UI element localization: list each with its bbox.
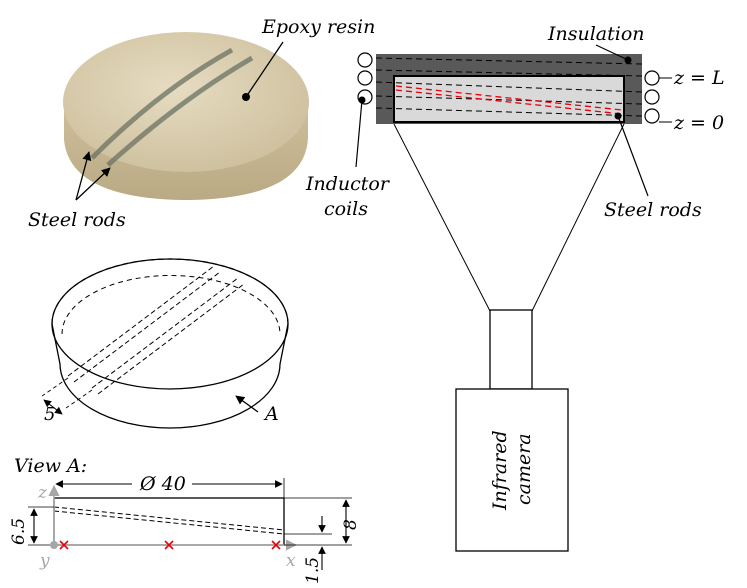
specimen-photo: Epoxy resin Steel rods [28, 16, 375, 231]
epoxy-resin-label: Epoxy resin [261, 16, 375, 38]
sensor-marker-2 [164, 540, 174, 550]
camera-label-2: camera [513, 433, 535, 505]
view-a-outline [53, 497, 285, 546]
cylinder-right-side [279, 323, 289, 365]
coil-left-1 [357, 52, 373, 68]
setup-dashed-5 [375, 107, 643, 117]
camera-body [455, 388, 569, 552]
steel-rods-photo-label: Steel rods [28, 209, 126, 231]
camera-label-1: Infrared [489, 430, 511, 511]
y-axis-origin-marker [50, 541, 58, 549]
isometric-sketch [41, 258, 289, 429]
fov-left [393, 123, 491, 312]
inductor-coils-label-1: Inductor [305, 173, 391, 195]
z-top-label: z = L [673, 67, 725, 89]
steel-rods-setup-leader [617, 115, 649, 197]
camera-lens [489, 309, 533, 390]
inductor-coils-label-2: coils [324, 198, 368, 220]
insulation-leader [595, 44, 629, 61]
cylinder-front-arc [51, 323, 289, 390]
iso-rod-1b [73, 271, 221, 383]
cylinder-bottom-arc [59, 363, 281, 429]
dim-right-height-label: 8 [341, 519, 361, 530]
steel-rods-photo-leader-1 [75, 151, 92, 201]
dim-diameter-label: Ø 40 [139, 473, 186, 495]
dim-left-height-label: 6.5 [9, 518, 29, 545]
insulation-leader-dot [624, 56, 632, 64]
setup-dashed-1 [375, 57, 643, 65]
view-a-arrow [235, 395, 259, 413]
inductor-leader [355, 99, 363, 168]
view-a-arrow-label: A [263, 403, 279, 425]
dim-bottom-offset-label: 1.5 [303, 557, 323, 584]
view-a-rod-dashed-2 [53, 510, 285, 535]
inductor-leader-dot [358, 96, 366, 104]
iso-rod-2a [91, 277, 239, 389]
sensor-marker-3 [271, 540, 281, 550]
axis-z-label: z [37, 483, 48, 503]
coil-right-3 [644, 108, 660, 124]
iso-rod-1a [67, 265, 215, 377]
axis-y-label: y [39, 551, 50, 571]
sensor-marker-1 [59, 540, 69, 550]
coil-left-2 [357, 70, 373, 86]
iso-rod-2b [97, 283, 245, 395]
setup-dashed-3 [375, 81, 643, 93]
iso-dim-ext-1 [41, 377, 69, 397]
steel-rods-setup-dot [614, 112, 622, 120]
epoxy-label-leader [245, 41, 284, 98]
setup-rod-red-2 [395, 89, 623, 115]
setup-dashed-4 [375, 95, 643, 105]
coil-right-2 [644, 89, 660, 105]
iso-dim-ext-2 [65, 389, 93, 409]
steel-rods-photo-leader-2 [75, 167, 111, 201]
cylinder-top-outline [51, 258, 289, 325]
setup-rod-red-1 [395, 85, 623, 111]
iso-dim-5-label: 5 [44, 404, 55, 425]
photo-rod-1 [90, 47, 234, 160]
view-a-title: View A: [14, 455, 87, 477]
cylinder-back-arc [51, 258, 289, 325]
fov-right [531, 123, 625, 312]
photo-rod-2 [106, 55, 254, 167]
setup-dashed-2 [375, 69, 643, 77]
cylinder-inner-dashed [61, 274, 281, 335]
coil-right-1 [644, 70, 660, 86]
cylinder-left-side [51, 323, 61, 365]
setup-schematic [355, 44, 672, 552]
view-a-drawing [28, 478, 352, 570]
z-bottom-label: z = 0 [673, 112, 724, 134]
steel-rods-setup-label: Steel rods [604, 199, 702, 221]
view-a-rod-dashed-1 [53, 506, 285, 531]
axis-x-label: x [286, 551, 296, 571]
iso-dim-arrow [43, 399, 63, 415]
insulation-label: Insulation [547, 23, 645, 45]
specimen-rectangle [393, 75, 625, 123]
